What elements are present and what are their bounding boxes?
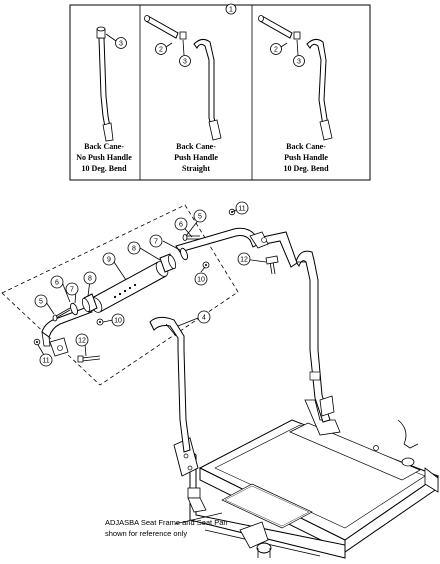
callout: 11 — [39, 353, 53, 367]
callout-number: 5 — [39, 299, 43, 306]
callout: 5 — [34, 294, 48, 308]
callout: 5 — [193, 209, 207, 223]
callout-number: 8 — [88, 276, 92, 283]
variant-caption-line: 10 Deg. Bend — [81, 164, 127, 173]
callout: 12 — [75, 333, 89, 347]
callout: 6 — [174, 217, 188, 231]
callout-number: 6 — [179, 222, 183, 229]
callout-number: 9 — [107, 257, 111, 264]
main-exploded-view: 11 5 6 7 8 9 10 12 — [1, 201, 440, 559]
detail-boundary — [1, 204, 239, 386]
callout-number: 6 — [55, 280, 59, 287]
washer — [180, 247, 188, 261]
screw — [52, 307, 71, 322]
callout-number: 2 — [159, 47, 163, 54]
callout-number: 2 — [274, 47, 278, 54]
callout: 10 — [111, 313, 125, 327]
seat-frame — [173, 399, 439, 559]
bolt — [77, 355, 101, 363]
callout-number: 10 — [114, 318, 122, 325]
collar — [159, 253, 177, 273]
callout: 8 — [83, 271, 97, 285]
callout-number: 11 — [42, 358, 49, 365]
back-cane-no-push-handle: 3 Back Cane- No Push Handle 10 Deg. Bend — [76, 26, 132, 173]
variant-caption-line: Push Handle — [174, 153, 218, 162]
push-handle-lower — [41, 305, 93, 357]
variant-caption-line: 10 Deg. Bend — [283, 164, 329, 173]
bolt — [265, 255, 279, 275]
back-cane-right — [257, 231, 335, 423]
callout-group: 1 — [225, 3, 237, 15]
callout-number: 3 — [119, 41, 123, 48]
callout: 12 — [237, 252, 251, 266]
back-cane-left — [149, 316, 191, 453]
callout-number: 7 — [70, 287, 74, 294]
callout-number: 1 — [229, 7, 233, 14]
push-handle-upper — [175, 227, 269, 253]
note-line: shown for reference only — [105, 529, 187, 538]
callout-number: 12 — [240, 257, 248, 264]
callout: 10 — [194, 272, 208, 286]
callout: 6 — [50, 275, 64, 289]
callout-number: 5 — [198, 214, 202, 221]
washer — [70, 302, 78, 316]
callout-number: 8 — [132, 246, 136, 253]
callout-number: 7 — [154, 239, 158, 246]
callout-number: 3 — [297, 59, 301, 66]
callout: 11 — [235, 201, 249, 215]
back-cane-variants-panel: 1 3 Back Cane- No Push Handle 10 Deg. Be… — [69, 3, 371, 181]
callout-number: 3 — [183, 59, 187, 66]
back-cane-push-handle-bend: 2 3 Back Cane- Push Handle 10 Deg. Bend — [258, 15, 333, 173]
callout-number: 4 — [202, 315, 206, 322]
callout: 8 — [127, 241, 141, 255]
callout: 7 — [149, 234, 163, 248]
seat-pan — [198, 419, 440, 553]
reference-note: ADJASBA Seat Frame and Seat Pan shown fo… — [105, 512, 228, 538]
callout-number: 10 — [197, 277, 205, 284]
callout: 4 — [197, 310, 211, 324]
callout-number: 11 — [238, 206, 245, 213]
back-cane-push-handle-straight: 2 3 Back Cane- Push Handle Straight — [144, 15, 222, 173]
note-line: ADJASBA Seat Frame and Seat Pan — [105, 518, 228, 527]
variant-caption-line: Back Cane- — [84, 142, 124, 151]
variant-caption-line: Back Cane- — [286, 142, 326, 151]
callout-number: 12 — [78, 338, 86, 345]
variant-caption-line: Back Cane- — [176, 142, 216, 151]
callout: 7 — [65, 282, 79, 296]
nut — [33, 338, 41, 346]
nut — [96, 318, 104, 326]
variant-caption-line: No Push Handle — [76, 153, 132, 162]
handle-tube — [89, 261, 169, 313]
variant-caption-line: Push Handle — [284, 153, 328, 162]
collar — [81, 293, 98, 313]
nut — [202, 261, 210, 269]
callout: 9 — [102, 252, 116, 266]
variant-caption-line: Straight — [182, 164, 210, 173]
